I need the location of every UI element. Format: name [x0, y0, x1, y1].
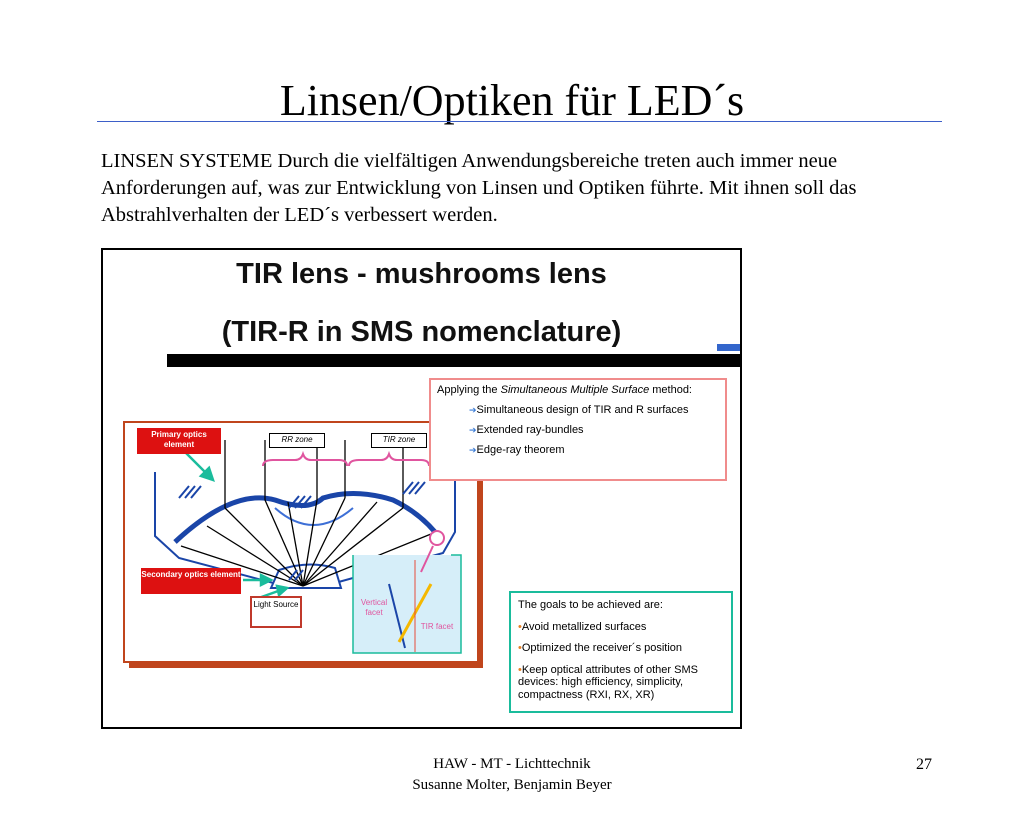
goals-list: Avoid metallized surfaces Optimized the …: [518, 621, 724, 702]
detail-inset: [353, 555, 461, 653]
figure-subtitle: (TIR-R in SMS nomenclature): [221, 316, 622, 348]
tir-zone-brace: [348, 450, 430, 467]
callout-intro: Applying the Simultaneous Multiple Surfa…: [437, 384, 719, 397]
callout-intro-prefix: Applying the: [437, 384, 501, 396]
light-source-label: Light Source: [250, 596, 302, 628]
detail-inset-border: [352, 554, 462, 654]
slide-body-text: LINSEN SYSTEME Durch die vielfältigen An…: [101, 150, 857, 226]
footer-course: HAW - MT - Lichttechnik: [433, 756, 591, 772]
goals-box: The goals to be achieved are: Avoid meta…: [509, 591, 733, 713]
hatch-marks: [178, 481, 426, 581]
figure-title-accent: [717, 344, 740, 351]
footer-authors: Susanne Molter, Benjamin Beyer: [412, 777, 612, 793]
callout-intro-method: Simultaneous Multiple Surface: [500, 384, 650, 396]
goal-item: Optimized the receiver´s position: [518, 642, 724, 655]
figure-title-bar: [167, 354, 740, 367]
vertical-facet-label: Vertical facet: [360, 598, 388, 617]
slide-title: Linsen/Optiken für LED´s: [279, 76, 745, 125]
callout-list: Simultaneous design of TIR and R surface…: [437, 404, 719, 457]
primary-optics-label: Primary optics element: [137, 428, 221, 454]
tir-facet-label: TIR facet: [420, 622, 454, 631]
sms-method-callout: Applying the Simultaneous Multiple Surfa…: [429, 378, 727, 481]
figure-title: TIR lens - mushrooms lens: [236, 258, 607, 290]
title-divider: [97, 121, 942, 122]
callout-intro-suffix: method:: [649, 384, 692, 396]
goals-heading: The goals to be achieved are:: [518, 599, 663, 611]
slide-footer: HAW - MT - Lichttechnik Susanne Molter, …: [0, 754, 1024, 796]
callout-item: Extended ray-bundles: [469, 424, 719, 437]
page-number: 27: [916, 756, 932, 773]
callout-item: Edge-ray theorem: [469, 444, 719, 457]
rr-zone-label: RR zone: [269, 433, 325, 448]
tir-zone-label: TIR zone: [371, 433, 427, 448]
callout-item: Simultaneous design of TIR and R surface…: [469, 404, 719, 417]
goal-item: Keep optical attributes of other SMS dev…: [518, 664, 724, 702]
detail-pointer: [420, 545, 434, 573]
rr-zone-brace: [262, 450, 348, 467]
detail-circle: [429, 530, 445, 546]
secondary-optics-label: Secondary optics element: [141, 568, 241, 594]
goal-item: Avoid metallized surfaces: [518, 621, 724, 634]
tir-lens-figure: TIR lens - mushrooms lens (TIR-R in SMS …: [101, 248, 742, 729]
